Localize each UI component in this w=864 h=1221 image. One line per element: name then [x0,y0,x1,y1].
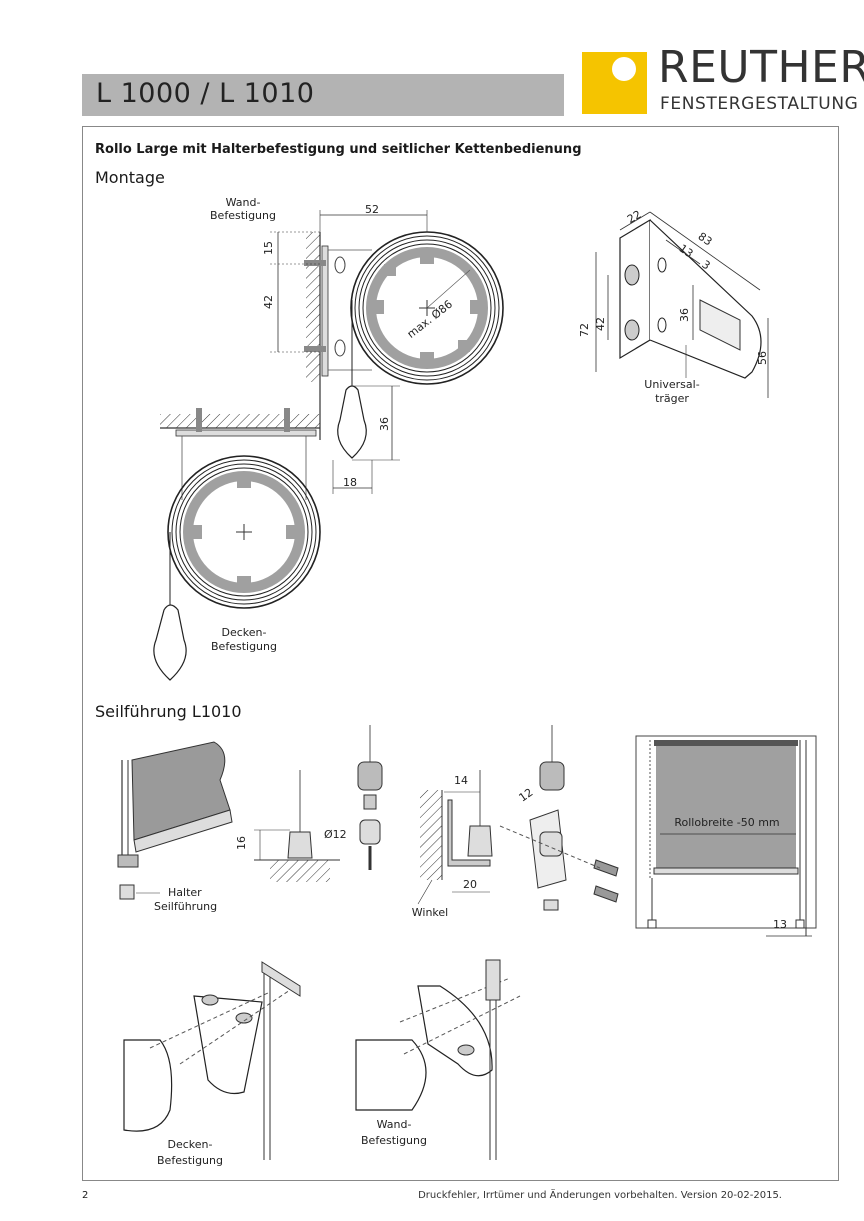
holder-detail-drawing [117,741,233,900]
universal-bracket-drawing [595,211,769,398]
wall-label-line1: Wand- [226,196,261,209]
bracket-dim-83: 83 [696,230,715,249]
installed-blind-drawing [635,735,817,937]
angle-bracket-drawing [417,770,493,905]
bracket-dim-42: 42 [594,317,607,331]
bracket-dim-22: 22 [625,208,644,226]
page-number: 2 [82,1190,89,1201]
document-title: Rollo Large mit Halterbefestigung und se… [95,142,582,157]
dim-width-52: 52 [365,203,379,216]
wall-bracket-label-line1: Wand- [377,1118,412,1131]
dim-spacing-42: 42 [262,295,275,309]
footer-disclaimer: Druckfehler, Irrtümer und Änderungen vor… [418,1190,782,1201]
blind-width-label: Rollobreite -50 mm [674,816,779,829]
holder-label-line1: Halter [168,886,202,899]
dim-20: 20 [463,878,477,891]
dim-top-15: 15 [262,241,275,255]
dim-16: 16 [235,836,248,850]
dim-14: 14 [454,774,468,787]
holder-label-line2: Seilführung [154,900,217,913]
header-bar [82,74,564,116]
bracket-dim-56: 56 [756,351,769,365]
wall-bracket-label-line2: Befestigung [361,1134,427,1147]
dim-12: 12 [517,786,536,805]
bracket-dim-72: 72 [578,323,591,337]
dim-diameter-12: Ø12 [324,828,347,841]
section-heading-cable-guide: Seilführung L1010 [95,702,242,721]
page-title: L 1000 / L 1010 [96,78,315,109]
brand-logo-dot [612,57,636,81]
dim-13: 13 [773,918,787,931]
dim-diameter: max. Ø86 [405,298,455,341]
bracket-dim-36: 36 [678,308,691,322]
wall-label-line2: Befestigung [210,209,276,222]
brand-name: REUTHER [658,42,864,93]
ceiling-bracket-label-line1: Decken- [168,1138,213,1151]
bracket-label-line1: Universal- [644,378,699,391]
content-frame [82,126,839,1181]
dim-loop-36: 36 [378,417,391,431]
section-heading-montage: Montage [95,168,165,187]
ceiling-label-line2: Befestigung [211,640,277,653]
cable-weight-drawing [357,725,383,870]
ceiling-mount-drawing [153,408,321,681]
ceiling-bracket-exploded-drawing [123,961,301,1160]
ceiling-bracket-label-line2: Befestigung [157,1154,223,1167]
brand-subtitle: FENSTERGESTALTUNG [660,94,859,114]
wall-bracket-exploded-drawing [355,959,521,1160]
ceiling-label-line1: Decken- [222,626,267,639]
bracket-label-line2: träger [655,392,689,405]
floor-anchor-drawing [254,770,340,882]
dim-loop-18: 18 [343,476,357,489]
cable-clamp-exploded-drawing [499,725,619,911]
wall-mount-drawing [270,210,504,494]
angle-label: Winkel [412,906,448,919]
